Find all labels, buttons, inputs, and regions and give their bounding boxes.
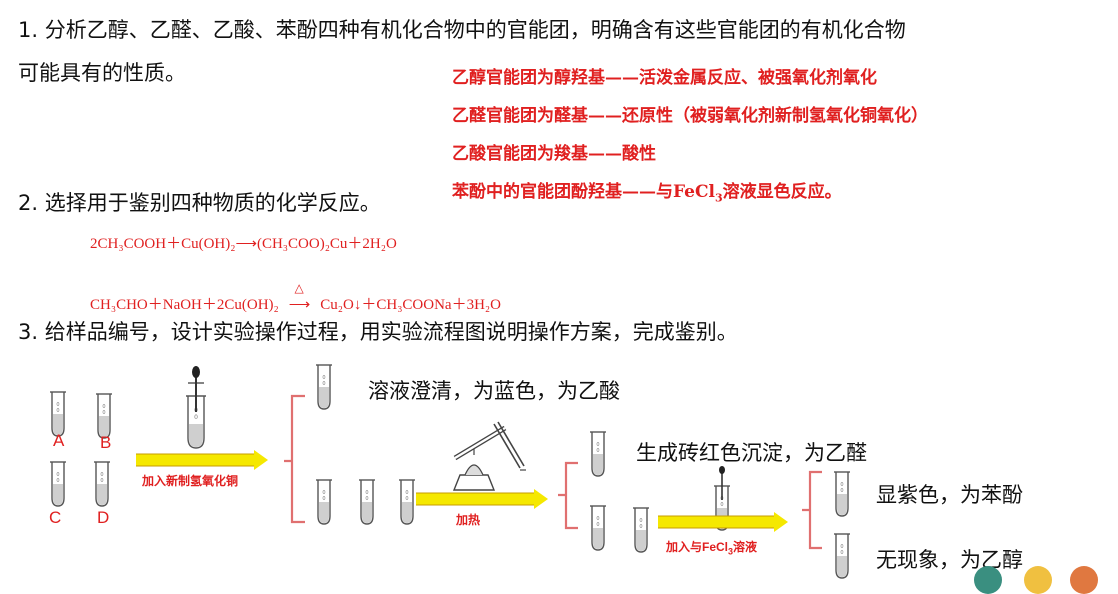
- arrow-heat: [416, 489, 548, 509]
- answer-ethanol: 乙醇官能团为醇羟基——活泼金属反应、被强氧化剂氧化: [452, 68, 877, 88]
- question-3: 3. 给样品编号，设计实验操作过程，用实验流程图说明操作方案，完成鉴别。: [18, 320, 738, 344]
- result-ethanol: 无现象，为乙醇: [876, 548, 1023, 572]
- answer-phenol-suffix: 溶液显色反应。: [722, 182, 842, 202]
- arrow-add-fecl3-subscript: 3: [728, 546, 734, 557]
- result-tube-phenol: [833, 471, 851, 517]
- decor-dot-teal: [974, 566, 1002, 594]
- remaining-tube-3: [398, 479, 416, 525]
- remaining-tube-1: [315, 479, 333, 525]
- question-1-line-1: 1. 分析乙醇、乙醛、乙酸、苯酚四种有机化合物中的官能团，明确含有这些官能团的有…: [18, 18, 906, 42]
- equation-1: 2CH₃COOH＋Cu(OH)₂⟶(CH₃COO)₂Cu＋2H₂O: [90, 236, 397, 252]
- answer-acetaldehyde: 乙醛官能团为醛基——还原性（被弱氧化剂新制氢氧化铜氧化）: [452, 106, 928, 126]
- arrow-add-fecl3-label: 加入与FeCl3溶液: [666, 538, 757, 556]
- sample-tube-c: [49, 461, 67, 507]
- result-tube-acid: [315, 364, 333, 410]
- flowchart-graphics: 0 0 0 0: [49, 364, 851, 579]
- result-tube-aldehyde: [589, 431, 607, 477]
- answer-phenol: 苯酚中的官能团酚羟基——与FeCl3溶液显色反应。: [452, 181, 842, 209]
- question-1-line-2: 可能具有的性质。: [18, 61, 186, 85]
- decor-dot-yellow: [1024, 566, 1052, 594]
- bracket-2: [558, 461, 578, 530]
- tube-label-c: C: [49, 508, 62, 527]
- fecl3-dropper-tube: [713, 466, 731, 531]
- decor-dot-orange: [1070, 566, 1098, 594]
- equation-2-left: CH₃CHO＋NaOH＋2Cu(OH)₂: [90, 297, 279, 313]
- question-2: 2. 选择用于鉴别四种物质的化学反应。: [18, 191, 381, 215]
- arrow-add-cuoh2: [136, 450, 268, 470]
- remaining-tube-2: [358, 479, 376, 525]
- arrow-add-cuoh2-label: 加入新制氢氧化铜: [142, 474, 239, 488]
- arrow-heat-label: 加热: [456, 513, 481, 527]
- remaining-tube-5: [632, 507, 650, 553]
- tube-label-b: B: [100, 433, 112, 452]
- result-tube-ethanol: [833, 533, 851, 579]
- sample-tube-d: [93, 461, 111, 507]
- arrow-add-fecl3-suffix: 溶液: [733, 540, 758, 554]
- answer-acetic-acid: 乙酸官能团为羧基——酸性: [452, 144, 656, 164]
- equation-2-right: Cu₂O↓＋CH₃COONa＋3H₂O: [320, 297, 501, 313]
- sample-tube-a: [49, 391, 67, 437]
- tube-label-d: D: [97, 508, 110, 527]
- arrow-add-fecl3: [658, 512, 788, 532]
- result-acetaldehyde: 生成砖红色沉淀，为乙醛: [636, 441, 867, 465]
- answer-phenol-prefix: 苯酚中的官能团酚羟基——与FeCl: [452, 182, 715, 202]
- heating-apparatus: [452, 421, 526, 491]
- result-acetic-acid: 溶液澄清，为蓝色，为乙酸: [368, 379, 620, 403]
- bracket-3: [802, 470, 822, 550]
- sample-tube-b: [95, 393, 113, 439]
- dropper-tube: [185, 366, 207, 449]
- bracket-1: [284, 394, 305, 524]
- result-phenol: 显紫色，为苯酚: [876, 483, 1023, 507]
- tube-label-a: A: [53, 431, 65, 450]
- remaining-tube-4: [589, 505, 607, 551]
- equation-2-arrow: △⟶: [288, 281, 311, 313]
- arrow-add-fecl3-prefix: 加入与FeCl: [666, 540, 729, 554]
- answer-phenol-subscript: 3: [714, 191, 723, 205]
- equation-2-condition: △: [294, 281, 304, 295]
- equation-2: CH₃CHO＋NaOH＋2Cu(OH)₂ △⟶ Cu₂O↓＋CH₃COONa＋3…: [90, 281, 501, 314]
